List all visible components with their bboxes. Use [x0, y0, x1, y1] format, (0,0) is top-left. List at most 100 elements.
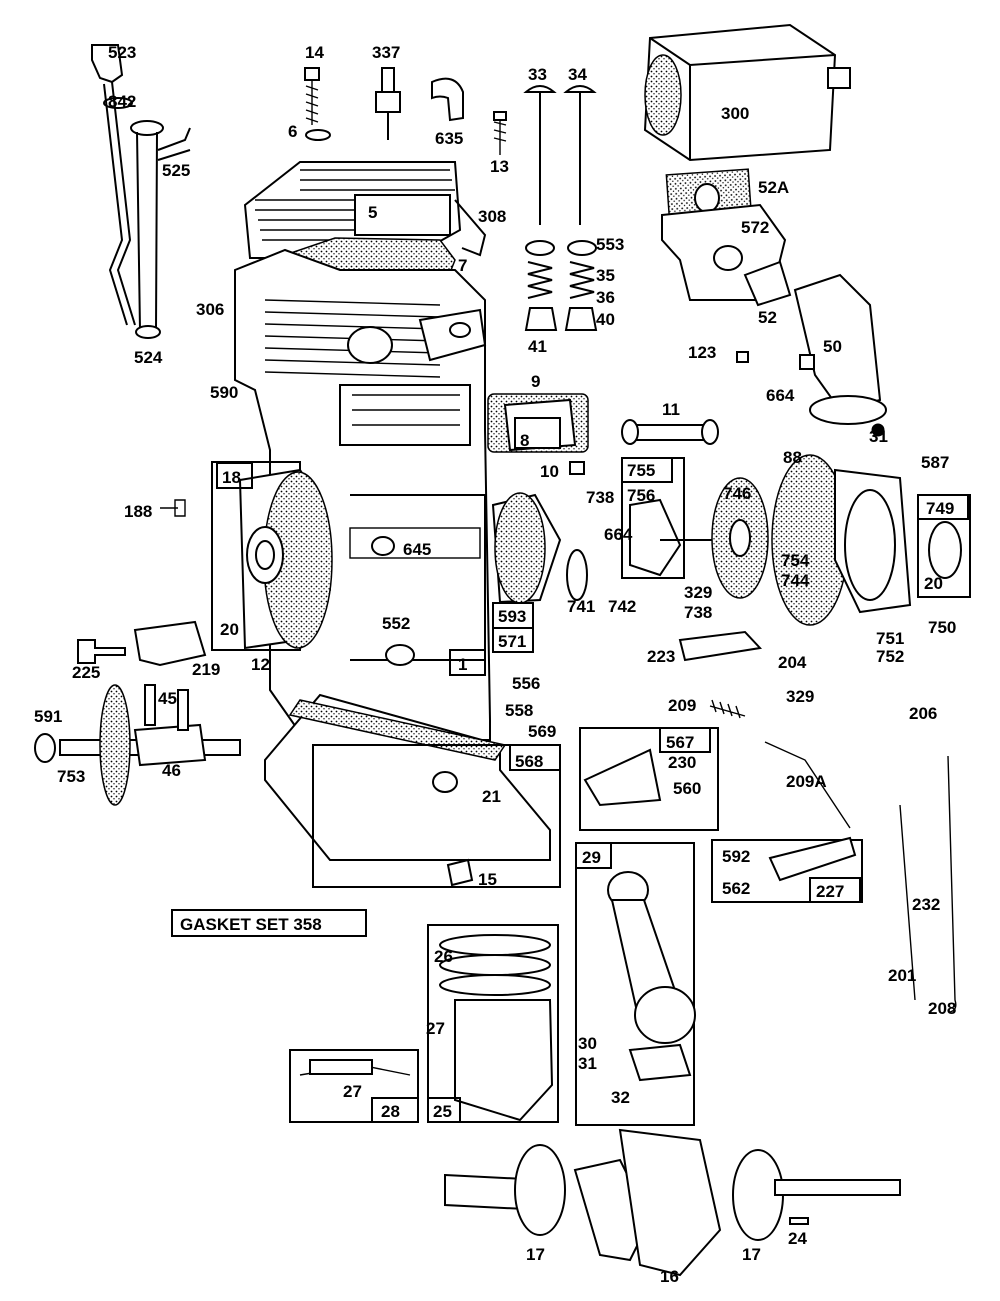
part-callout: 30 [578, 1034, 597, 1053]
part-callout: 206 [909, 704, 937, 723]
part-callout: 567 [666, 733, 694, 752]
part-callout: 227 [816, 882, 844, 901]
part-callout: 558 [505, 701, 533, 720]
part-callout: 8 [520, 431, 529, 450]
part-callout: 635 [435, 129, 463, 148]
part-callout: 9 [531, 372, 540, 391]
part-callout: 524 [134, 348, 163, 367]
part-callout: 201 [888, 966, 916, 985]
part-callout: 20 [924, 574, 943, 593]
part-callout: 749 [926, 499, 954, 518]
part-callout: 1 [458, 655, 467, 674]
part-callout: 560 [673, 779, 701, 798]
part-callout: 188 [124, 502, 152, 521]
throttle-link [579, 727, 863, 903]
part-callout: 27 [426, 1019, 445, 1038]
part-callout: 842 [108, 92, 136, 111]
governor-gear [77, 620, 207, 667]
part-callout: 562 [722, 879, 750, 898]
part-callout: 52 [758, 308, 777, 327]
part-callout: 553 [596, 235, 624, 254]
connecting-rod [575, 842, 696, 1126]
part-callout: 337 [372, 43, 400, 62]
part-callout: 300 [721, 104, 749, 123]
gasket-set-box [171, 909, 367, 937]
part-callout: 26 [434, 947, 453, 966]
part-callout: 225 [72, 663, 100, 682]
part-callout: 41 [528, 337, 547, 356]
part-callout: 31 [578, 1054, 597, 1073]
part-callout: 308 [478, 207, 506, 226]
part-callout: 306 [196, 300, 224, 319]
part-callout: 525 [162, 161, 190, 180]
part-callout: 552 [382, 614, 410, 633]
part-callout: 664 [604, 525, 633, 544]
part-callout: 755 [627, 461, 655, 480]
part-callout: 20 [220, 620, 239, 639]
valve-springs [524, 240, 598, 331]
valves [523, 85, 597, 225]
part-callout: 741 [567, 597, 595, 616]
part-callout: 208 [928, 999, 956, 1018]
part-callout: 10 [540, 462, 559, 481]
part-callout: 33 [528, 65, 547, 84]
part-callout: 52A [758, 178, 789, 197]
part-callout: 664 [766, 386, 795, 405]
part-callout: 223 [647, 647, 675, 666]
part-callout: 556 [512, 674, 540, 693]
part-callout: 7 [458, 256, 467, 275]
breather [487, 393, 719, 475]
exhaust-manifold [661, 168, 887, 437]
part-callout: 35 [596, 266, 615, 285]
part-callout: 738 [684, 603, 712, 622]
part-callout: 744 [781, 571, 810, 590]
part-callout: 742 [608, 597, 636, 616]
part-callout: 12 [251, 655, 270, 674]
part-callout: 523 [108, 43, 136, 62]
part-callout: 592 [722, 847, 750, 866]
part-callout: 32 [611, 1088, 630, 1107]
part-callout: 329 [786, 687, 814, 706]
part-callout: 752 [876, 647, 904, 666]
part-callout: 18 [222, 468, 241, 487]
part-callout: 29 [582, 848, 601, 867]
part-callout: 5 [368, 203, 377, 222]
part-callout: 753 [57, 767, 85, 786]
cylinder-head [243, 161, 487, 259]
part-callout: 587 [921, 453, 949, 472]
crankshaft [444, 1128, 901, 1277]
part-callout: 123 [688, 343, 716, 362]
part-callout: 17 [526, 1245, 545, 1264]
part-callout: 329 [684, 583, 712, 602]
part-callout: 40 [596, 310, 615, 329]
part-callout: 88 [783, 448, 802, 467]
part-callout: 209A [786, 772, 827, 791]
part-callout: 569 [528, 722, 556, 741]
crankcase-cover-right [491, 454, 971, 626]
part-callout: 571 [498, 632, 526, 651]
callout-boxes [216, 457, 969, 1123]
camshaft [34, 684, 241, 806]
part-callout: 34 [568, 65, 587, 84]
part-callout: 204 [778, 653, 807, 672]
gasket-set-label: GASKET SET 358 [180, 915, 322, 934]
part-callout: 15 [478, 870, 497, 889]
part-callout: 17 [742, 1245, 761, 1264]
part-callout: 50 [823, 337, 842, 356]
part-callout: 27 [343, 1082, 362, 1101]
part-callout: 11 [662, 400, 680, 419]
part-callout: 568 [515, 752, 543, 771]
part-callout: 746 [723, 484, 751, 503]
part-callout: 756 [627, 486, 655, 505]
part-callout: 28 [381, 1102, 400, 1121]
part-callout: 21 [482, 787, 501, 806]
part-callout: 645 [403, 540, 431, 559]
part-callout: 230 [668, 753, 696, 772]
part-callout: 232 [912, 895, 940, 914]
crankcase-cover-left [160, 461, 333, 651]
part-callout: 590 [210, 383, 238, 402]
part-callout: 593 [498, 607, 526, 626]
part-callout: 572 [741, 218, 769, 237]
